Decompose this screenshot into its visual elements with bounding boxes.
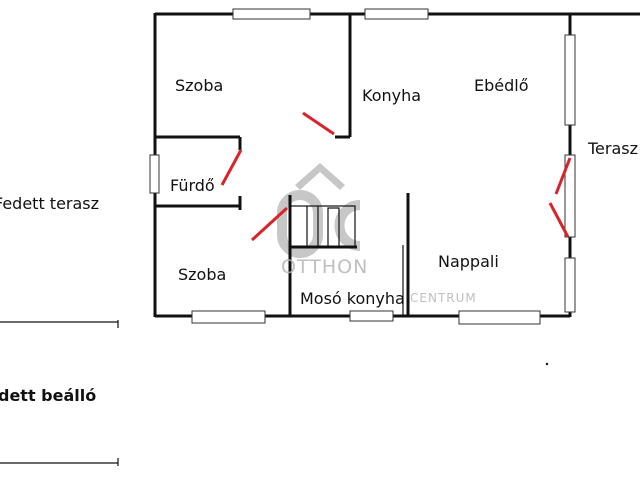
label-nappali: Nappali [438, 252, 499, 271]
watermark-otthon: OTTHON [281, 256, 369, 278]
watermark-logo [277, 163, 361, 258]
windows [149, 8, 576, 325]
label-fedett-beallo: dett beálló [0, 386, 97, 405]
label-fedett-terasz: Fedett terasz [0, 194, 100, 213]
dot-mark [545, 362, 549, 366]
label-ebedlo: Ebédlő [474, 76, 529, 95]
label-moso-konyha: Mosó konyha [300, 289, 405, 308]
label-szoba-top: Szoba [175, 76, 224, 95]
watermark-centrum: CENTRUM [410, 291, 477, 305]
label-terasz: Terasz [588, 139, 639, 158]
label-konyha: Konyha [362, 86, 422, 105]
doors [220, 111, 572, 242]
label-furdo: Fürdő [170, 176, 215, 195]
label-szoba-bottom: Szoba [178, 265, 227, 284]
